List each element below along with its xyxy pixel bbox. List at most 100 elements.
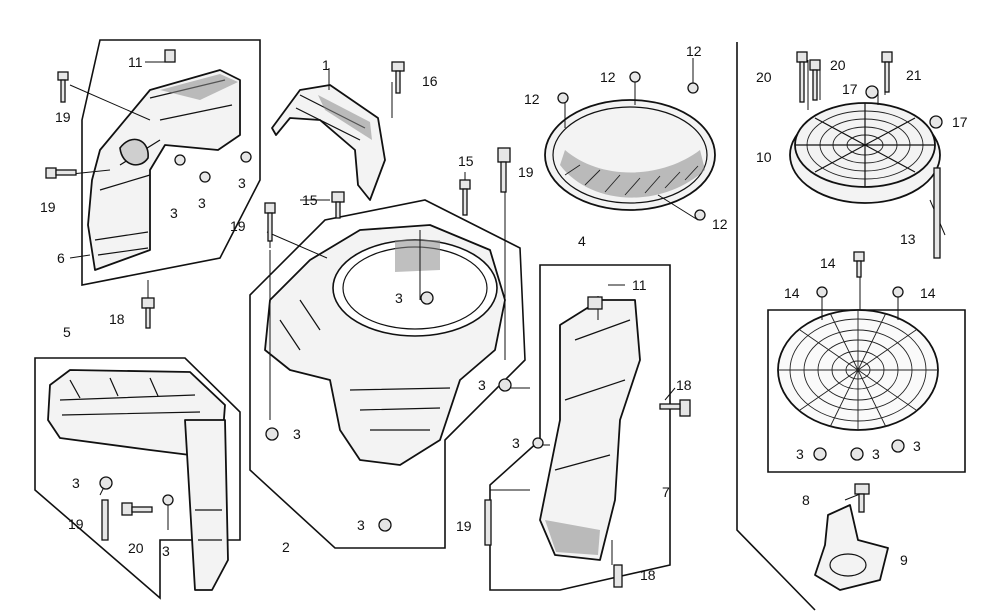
callout-14: 14 — [784, 285, 800, 301]
nut — [99, 476, 113, 490]
bolt — [933, 167, 941, 259]
callout-1: 1 — [322, 57, 330, 73]
bolt — [45, 167, 77, 179]
nut — [929, 115, 943, 129]
bolt — [796, 51, 808, 103]
callout-20: 20 — [830, 57, 846, 73]
bottom-right-bracket — [814, 504, 889, 591]
callout-15: 15 — [458, 153, 474, 169]
bolt — [613, 564, 623, 588]
nut — [240, 151, 252, 163]
nut — [199, 171, 211, 183]
bolt — [141, 297, 155, 329]
callout-6: 6 — [57, 250, 65, 266]
callout-12: 12 — [712, 216, 728, 232]
callout-3: 3 — [72, 475, 80, 491]
callout-5: 5 — [63, 324, 71, 340]
callout-19: 19 — [230, 218, 246, 234]
callout-17: 17 — [952, 114, 968, 130]
clip — [587, 296, 603, 310]
frame-left-top — [81, 39, 261, 286]
callout-13: 13 — [900, 231, 916, 247]
fasteners — [45, 49, 943, 588]
bolt — [331, 191, 345, 219]
bolt — [659, 399, 691, 417]
nut — [892, 286, 904, 298]
upper-left-cover — [87, 69, 241, 271]
callout-19: 19 — [456, 518, 472, 534]
callout-3: 3 — [198, 195, 206, 211]
callout-19: 19 — [68, 516, 84, 532]
nut — [865, 85, 879, 99]
round-air-screen — [544, 99, 716, 211]
frame-fan-grille — [767, 309, 966, 473]
callout-7: 7 — [662, 484, 670, 500]
nut — [498, 378, 512, 392]
bolt — [121, 502, 153, 516]
callout-19: 19 — [40, 199, 56, 215]
callout-3: 3 — [357, 517, 365, 533]
callout-19: 20 — [128, 540, 144, 556]
side-cover — [539, 299, 641, 561]
callout-4: 4 — [578, 233, 586, 249]
bolt — [854, 483, 870, 513]
nut — [891, 439, 905, 453]
callout-14: 14 — [820, 255, 836, 271]
callout-14: 14 — [920, 285, 936, 301]
callout-18: 18 — [109, 311, 125, 327]
bolt — [459, 179, 471, 216]
callout-16: 16 — [422, 73, 438, 89]
frame-right — [736, 42, 816, 611]
fan-housing — [789, 102, 941, 204]
callout-9: 9 — [900, 552, 908, 568]
main-fan-shroud — [264, 224, 506, 466]
callout-3: 3 — [872, 446, 880, 462]
nut — [687, 82, 699, 94]
callout-3: 3 — [238, 175, 246, 191]
nut — [629, 71, 641, 83]
bolt — [881, 51, 893, 93]
callout-15: 15 — [302, 192, 318, 208]
leader-lines — [61, 58, 946, 565]
callout-20: 20 — [756, 69, 772, 85]
callout-12: 12 — [524, 91, 540, 107]
bolt — [809, 59, 821, 101]
callout-labels: 1 2 3 3 3 3 3 3 3 3 3 3 3 3 3 4 5 6 7 8 … — [40, 43, 968, 583]
nut — [850, 447, 864, 461]
bolt — [853, 251, 865, 278]
callout-3: 3 — [796, 446, 804, 462]
callout-19: 19 — [55, 109, 71, 125]
callout-11: 11 — [632, 277, 647, 293]
callout-19: 19 — [518, 164, 534, 180]
callout-3: 3 — [512, 435, 520, 451]
callout-12: 12 — [600, 69, 616, 85]
nut — [174, 154, 186, 166]
nut — [813, 447, 827, 461]
frame-main-shroud — [249, 199, 526, 549]
nut — [694, 209, 706, 221]
callout-20: 21 — [906, 67, 922, 83]
callout-3: 3 — [293, 426, 301, 442]
nut — [816, 286, 828, 298]
nut — [378, 518, 392, 532]
lower-left-bracket — [47, 369, 229, 591]
callout-8: 8 — [802, 492, 810, 508]
bolt — [57, 71, 69, 103]
callout-18: 18 — [676, 377, 692, 393]
top-cover — [271, 84, 386, 201]
frame-side-cover — [489, 264, 671, 591]
fan-grille — [777, 309, 939, 431]
callout-2: 2 — [282, 539, 290, 555]
nut — [557, 92, 569, 104]
callout-12: 12 — [686, 43, 702, 59]
callout-17: 17 — [842, 81, 858, 97]
callout-3: 3 — [395, 290, 403, 306]
callout-3: 3 — [913, 438, 921, 454]
clip — [164, 49, 176, 63]
bolt — [391, 61, 405, 94]
callout-3: 3 — [478, 377, 486, 393]
callout-11: 11 — [128, 54, 143, 70]
callout-3: 3 — [170, 205, 178, 221]
nut — [420, 291, 434, 305]
